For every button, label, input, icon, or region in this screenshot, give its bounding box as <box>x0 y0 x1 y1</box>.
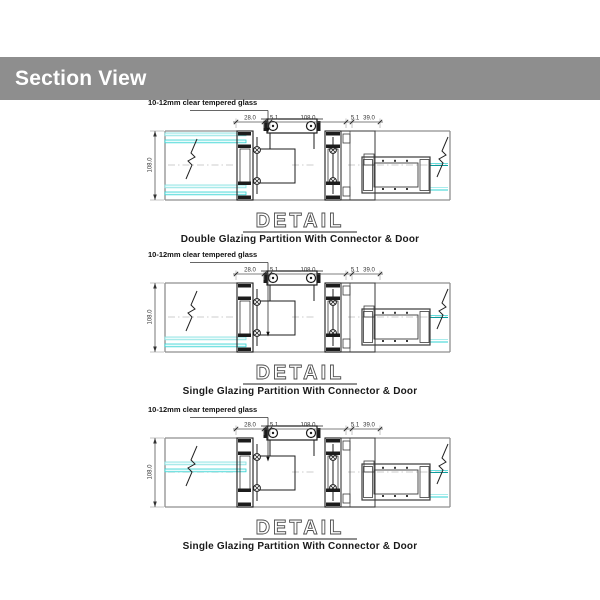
glass-band <box>164 336 247 348</box>
door-glass <box>430 315 448 343</box>
detail-title: DETAIL <box>256 210 345 232</box>
connector-profile <box>261 270 323 301</box>
dim-label-top-3: 5.1 <box>351 422 360 428</box>
detail-drawing-single-glazing-1: 10-12mm clear tempered glass 28.0 5.1 108.… <box>0 249 600 401</box>
header-bar: Section View <box>0 57 600 100</box>
door-glass <box>430 470 448 498</box>
glass-note-leader <box>190 110 270 133</box>
glass-note: 10-12mm clear tempered glass <box>148 98 258 107</box>
detail-title-svg: DETAIL <box>243 362 357 385</box>
break-mark <box>185 136 449 180</box>
jamb-profile <box>340 130 376 201</box>
dim-label-top-1: 5.1 <box>270 115 279 121</box>
detail-title: DETAIL <box>256 362 345 384</box>
dim-label-side: 108.0 <box>148 309 154 325</box>
mullion-profile <box>236 130 296 201</box>
detail-title-wrap: DETAIL <box>0 361 600 392</box>
door-profile <box>361 156 431 194</box>
dimension-side: 108.0 <box>148 282 164 353</box>
panel-outline <box>164 130 451 201</box>
glass-band <box>164 461 247 473</box>
drawing-caption: Single Glazing Partition With Connector … <box>182 541 418 552</box>
connector-profile <box>261 118 323 149</box>
dim-label-side: 108.0 <box>148 157 154 173</box>
glass-note: 10-12mm clear tempered glass <box>148 405 258 414</box>
panel-outline <box>164 282 451 353</box>
dim-label-top-0: 28.0 <box>244 267 256 273</box>
dim-label-top-4: 39.0 <box>363 115 375 121</box>
break-mark <box>185 288 449 332</box>
dim-label-top-2: 108.0 <box>300 115 316 121</box>
dim-label-side: 108.0 <box>148 464 154 480</box>
dimension-side: 108.0 <box>148 130 164 201</box>
screw-bolts <box>253 444 337 501</box>
detail-title-wrap: DETAIL <box>0 516 600 547</box>
glass-band <box>164 132 247 196</box>
jamb-profile <box>340 437 376 508</box>
detail-title-svg: DETAIL <box>243 210 357 233</box>
detail-title-svg: DETAIL <box>243 517 357 540</box>
dim-label-top-3: 5.1 <box>351 115 360 121</box>
dim-label-top-2: 108.0 <box>300 422 316 428</box>
door-glass <box>430 163 448 191</box>
detail-drawing-single-glazing-2: 10-12mm clear tempered glass 28.0 5.1 108.… <box>0 404 600 556</box>
dim-label-top-3: 5.1 <box>351 267 360 273</box>
connector-profile <box>261 425 323 456</box>
detail-drawing-double-glazing: 10-12mm clear tempered glass 28.0 5.1 108.… <box>0 97 600 249</box>
mullion-profile <box>236 282 296 353</box>
dim-label-top-1: 5.1 <box>270 267 279 273</box>
detail-title: DETAIL <box>256 517 345 539</box>
panel-outline <box>164 437 451 508</box>
drawing-caption: Double Glazing Partition With Connector … <box>180 234 420 245</box>
door-profile <box>361 463 431 501</box>
dim-label-top-4: 39.0 <box>363 267 375 273</box>
jamb-profile <box>340 282 376 353</box>
detail-title-wrap: DETAIL <box>0 209 600 240</box>
glass-note-leader <box>190 262 270 337</box>
dim-label-top-0: 28.0 <box>244 422 256 428</box>
door-profile <box>361 308 431 346</box>
dim-label-top-2: 108.0 <box>300 267 316 273</box>
drawing-caption: Single Glazing Partition With Connector … <box>182 386 418 397</box>
glass-note: 10-12mm clear tempered glass <box>148 250 258 259</box>
dimension-side: 108.0 <box>148 437 164 508</box>
break-mark <box>185 443 449 487</box>
mullion-profile <box>236 437 296 508</box>
dim-label-top-0: 28.0 <box>244 115 256 121</box>
glass-note-leader <box>190 417 270 462</box>
page-title: Section View <box>15 66 147 90</box>
dim-label-top-4: 39.0 <box>363 422 375 428</box>
dim-label-top-1: 5.1 <box>270 422 279 428</box>
